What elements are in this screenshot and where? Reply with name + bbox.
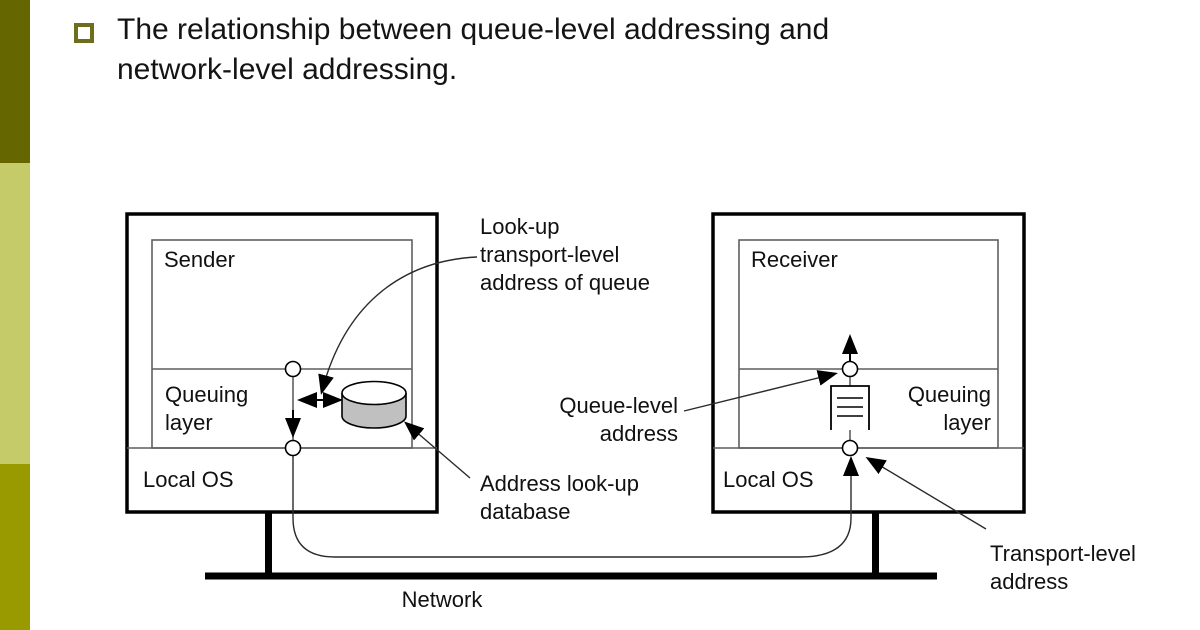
network-label: Network — [401, 587, 483, 612]
queue-level-address-annotation: Queue-level address — [559, 393, 678, 446]
sidebar-band-dark — [0, 0, 30, 163]
sender-lower-port — [284, 439, 302, 457]
sender-upper-port — [284, 360, 302, 378]
sidebar-band-medium — [0, 464, 30, 630]
queue-level-leader-line — [683, 370, 838, 412]
sender-host-box — [125, 212, 439, 514]
sender-queuing-layer-label: Queuing layer — [165, 382, 249, 435]
message-queue-icon — [830, 385, 870, 430]
sidebar-band-light — [0, 163, 30, 464]
slide-title: The relationship between queue-level add… — [117, 13, 830, 86]
sender-os-label: Local OS — [143, 467, 234, 492]
lookup-curve-arrow — [318, 256, 478, 395]
transport-level-address-annotation: Transport-level address — [990, 541, 1136, 594]
database-leader-line — [403, 421, 471, 479]
address-lookup-db-annotation: Address look-up database — [480, 471, 639, 524]
lookup-annotation: Look-up transport-level address of queue — [480, 214, 651, 295]
sender-label: Sender — [164, 247, 235, 272]
receiver-os-label: Local OS — [723, 467, 814, 492]
receiver-lower-port — [841, 439, 859, 457]
database-cylinder-icon — [341, 380, 407, 429]
bullet-square-icon — [74, 23, 94, 43]
message-route-line — [292, 456, 859, 558]
receiver-queuing-layer-label: Queuing layer — [907, 382, 991, 435]
receiver-upper-port — [841, 360, 859, 378]
transport-leader-line — [865, 456, 987, 530]
receiver-label: Receiver — [751, 247, 838, 272]
